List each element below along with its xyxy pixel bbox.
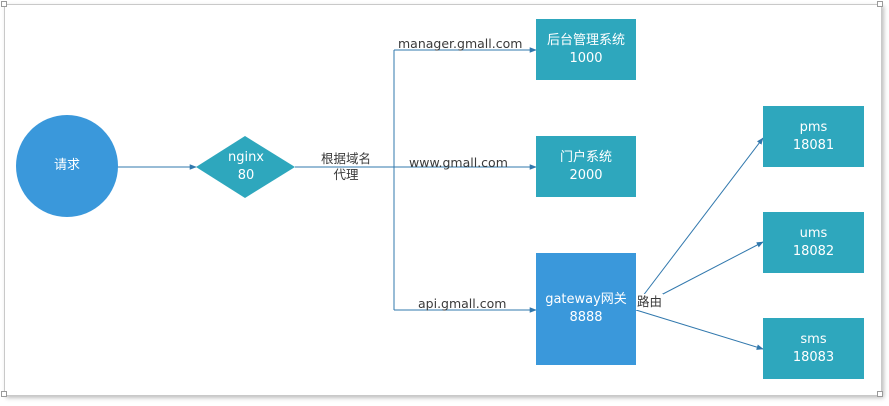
api-domain-label: api.gmall.com — [418, 296, 507, 311]
sms-service-node: sms 18083 — [763, 318, 864, 379]
admin-system-node: 后台管理系统 1000 — [536, 19, 636, 80]
sms-service-name: sms — [800, 331, 827, 347]
manager-domain-label: manager.gmall.com — [398, 36, 523, 51]
routing-label: 路由 — [636, 294, 664, 310]
arrow-gateway-to-sms — [635, 309, 764, 350]
ums-service-port: 18082 — [792, 243, 835, 259]
portal-system-node: 门户系统 2000 — [536, 136, 636, 197]
www-domain-label: www.gmall.com — [409, 155, 508, 170]
ums-service-name: ums — [799, 225, 828, 241]
nginx-node: nginx 80 — [196, 136, 296, 198]
portal-system-name: 门户系统 — [559, 149, 612, 165]
nginx-node-port: 80 — [237, 168, 255, 183]
nginx-node-name: nginx — [227, 150, 265, 165]
admin-system-port: 1000 — [569, 50, 603, 66]
pms-service-name: pms — [799, 119, 828, 135]
gateway-node-name: gateway网关 — [545, 292, 627, 307]
request-node-label: 请求 — [53, 158, 80, 173]
pms-service-node: pms 18081 — [763, 106, 864, 167]
frame-corner-handle — [1, 391, 7, 397]
frame-corner-handle — [877, 1, 883, 7]
gateway-node: gateway网关 8888 — [536, 253, 636, 365]
request-node-circle — [16, 115, 118, 217]
nginx-node-diamond — [196, 136, 295, 198]
portal-system-port: 2000 — [569, 167, 603, 183]
gateway-node-port: 8888 — [569, 310, 603, 325]
sms-service-port: 18083 — [792, 349, 835, 365]
arrow-gateway-to-pms — [635, 137, 764, 306]
request-node: 请求 — [16, 115, 118, 217]
frame-corner-handle — [1, 1, 7, 7]
proxy-label-line1: 根据域名 — [320, 151, 371, 166]
proxy-label-line2: 代理 — [333, 167, 359, 182]
proxy-by-domain-label: 根据域名 代理 — [318, 151, 374, 183]
diagram-canvas — [4, 4, 882, 396]
admin-system-name: 后台管理系统 — [546, 32, 625, 48]
frame-corner-handle — [877, 391, 883, 397]
ums-service-node: ums 18082 — [763, 212, 864, 273]
pms-service-port: 18081 — [792, 137, 835, 153]
